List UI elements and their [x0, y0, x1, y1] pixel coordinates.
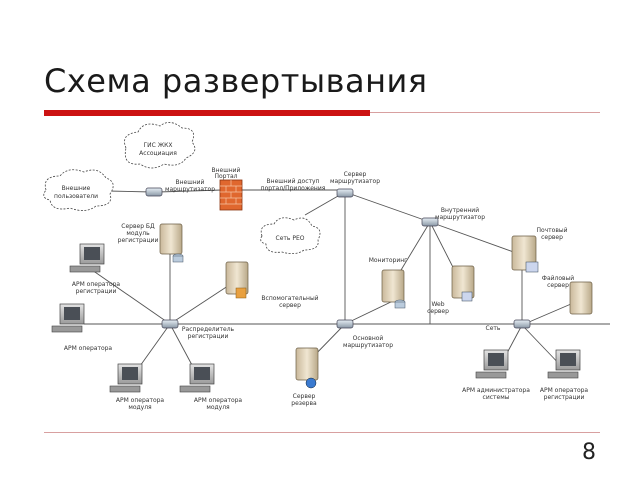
server-app-label-1: Вспомогательный	[261, 295, 318, 302]
switch-external-label-1: Внешний	[176, 179, 205, 186]
workstation-mgr-label-1: АРМ оператора	[540, 387, 589, 394]
switch-center-icon: Распределитель регистрации	[161, 319, 235, 340]
switch-dmz-label-2: портал/Приложения	[261, 185, 326, 192]
switch-right-icon: Сеть	[486, 319, 531, 332]
firewall-label-2: Портал	[215, 173, 238, 180]
server-file-icon: Файловый сервер	[542, 275, 593, 315]
workstation-user1-label-1: АРМ оператора	[116, 397, 165, 404]
server-web-icon: Web сервер	[427, 265, 475, 315]
server-file-label-2: сервер	[547, 282, 569, 289]
switch-backbone-label-1: Внутренний	[441, 207, 479, 214]
server-web-label-1: Web	[431, 301, 444, 308]
workstation-op-label: АРМ оператора	[64, 345, 113, 352]
title-accent-bar	[44, 110, 370, 116]
switch-main-icon: Основной маршрутизатор	[336, 319, 393, 349]
server-mail-label-1: Почтовый	[536, 227, 567, 234]
server-db-label-3: регистрации	[118, 237, 159, 244]
cloud-reo-label: Сеть РЕО	[276, 235, 305, 242]
cloud-reo: Сеть РЕО	[260, 217, 321, 254]
cloud-gis-label-2: Ассоциация	[139, 150, 177, 157]
server-monitor-icon: Мониторинг	[369, 257, 408, 309]
server-backup-label-1: Сервер	[293, 393, 316, 400]
switch-center-label-1: Распределитель	[182, 326, 235, 333]
server-db-icon: Сервер БД модуль регистрации	[118, 223, 184, 263]
switch-backbone-icon: Внутренний маршрутизатор	[421, 207, 485, 227]
switch-external-icon: Внешний маршрутизатор	[145, 179, 215, 197]
slide-title: Схема развертывания	[44, 62, 428, 100]
page-number: 8	[582, 440, 596, 465]
server-app-icon: Вспомогательный сервер	[225, 261, 319, 309]
switch-core-icon: Сервер маршрутизатор	[330, 171, 380, 198]
switch-dmz-icon: Внешний доступ портал/Приложения	[261, 178, 326, 192]
workstation-user2-label-1: АРМ оператора	[194, 397, 243, 404]
switch-backbone-label-2: маршрутизатор	[435, 214, 485, 221]
workstation-admin-label-2: системы	[483, 394, 510, 401]
workstation-reg-label-2: регистрации	[76, 288, 117, 295]
server-db-label-2: модуль	[126, 230, 150, 237]
workstation-mgr-icon: АРМ оператора регистрации	[540, 349, 589, 401]
server-file-label-1: Файловый	[542, 275, 575, 282]
server-mail-label-2: сервер	[541, 234, 563, 241]
server-db-label-1: Сервер БД	[121, 223, 155, 230]
cloud-external-label-2: пользователи	[54, 193, 98, 200]
switch-core-label-1: Сервер	[344, 171, 367, 178]
firewall-icon: Внешний Портал	[212, 167, 243, 211]
workstation-mgr-label-2: регистрации	[544, 394, 585, 401]
switch-center-label-2: регистрации	[188, 333, 229, 340]
cloud-gis-label-1: ГИС ЖКХ	[143, 142, 172, 149]
server-backup-label-2: резерва	[291, 400, 317, 407]
connection-lines	[84, 189, 610, 381]
workstation-user1-label-2: модуля	[128, 404, 152, 411]
switch-main-label-1: Основной	[353, 335, 384, 342]
server-app-label-2: сервер	[279, 302, 301, 309]
server-mail-icon: Почтовый сервер	[511, 227, 568, 273]
server-monitor-label: Мониторинг	[369, 257, 408, 264]
firewall-label-1: Внешний	[212, 167, 241, 174]
workstation-reg-label-1: АРМ оператора	[72, 281, 121, 288]
server-web-label-2: сервер	[427, 308, 449, 315]
workstation-admin-label-1: АРМ администратора	[462, 387, 530, 394]
cloud-external-label-1: Внешние	[62, 185, 91, 192]
cloud-external-users: Внешние пользователи	[43, 169, 114, 211]
workstation-reg-icon: АРМ оператора регистрации	[69, 243, 121, 295]
workstation-user1-icon: АРМ оператора модуля	[109, 363, 165, 411]
cloud-gis: ГИС ЖКХ Ассоциация	[124, 122, 196, 169]
switch-dmz-label-1: Внешний доступ	[267, 178, 320, 185]
workstation-admin-icon: АРМ администратора системы	[462, 349, 530, 401]
switch-right-label: Сеть	[486, 325, 501, 332]
bottom-rule	[44, 432, 600, 433]
server-backup-icon: Сервер резерва	[291, 347, 319, 407]
workstation-user2-label-2: модуля	[206, 404, 230, 411]
workstation-op-icon: АРМ оператора	[51, 303, 113, 352]
switch-external-label-2: маршрутизатор	[165, 186, 215, 193]
switch-core-label-2: маршрутизатор	[330, 178, 380, 185]
workstation-user2-icon: АРМ оператора модуля	[179, 363, 243, 411]
switch-main-label-2: маршрутизатор	[343, 342, 393, 349]
